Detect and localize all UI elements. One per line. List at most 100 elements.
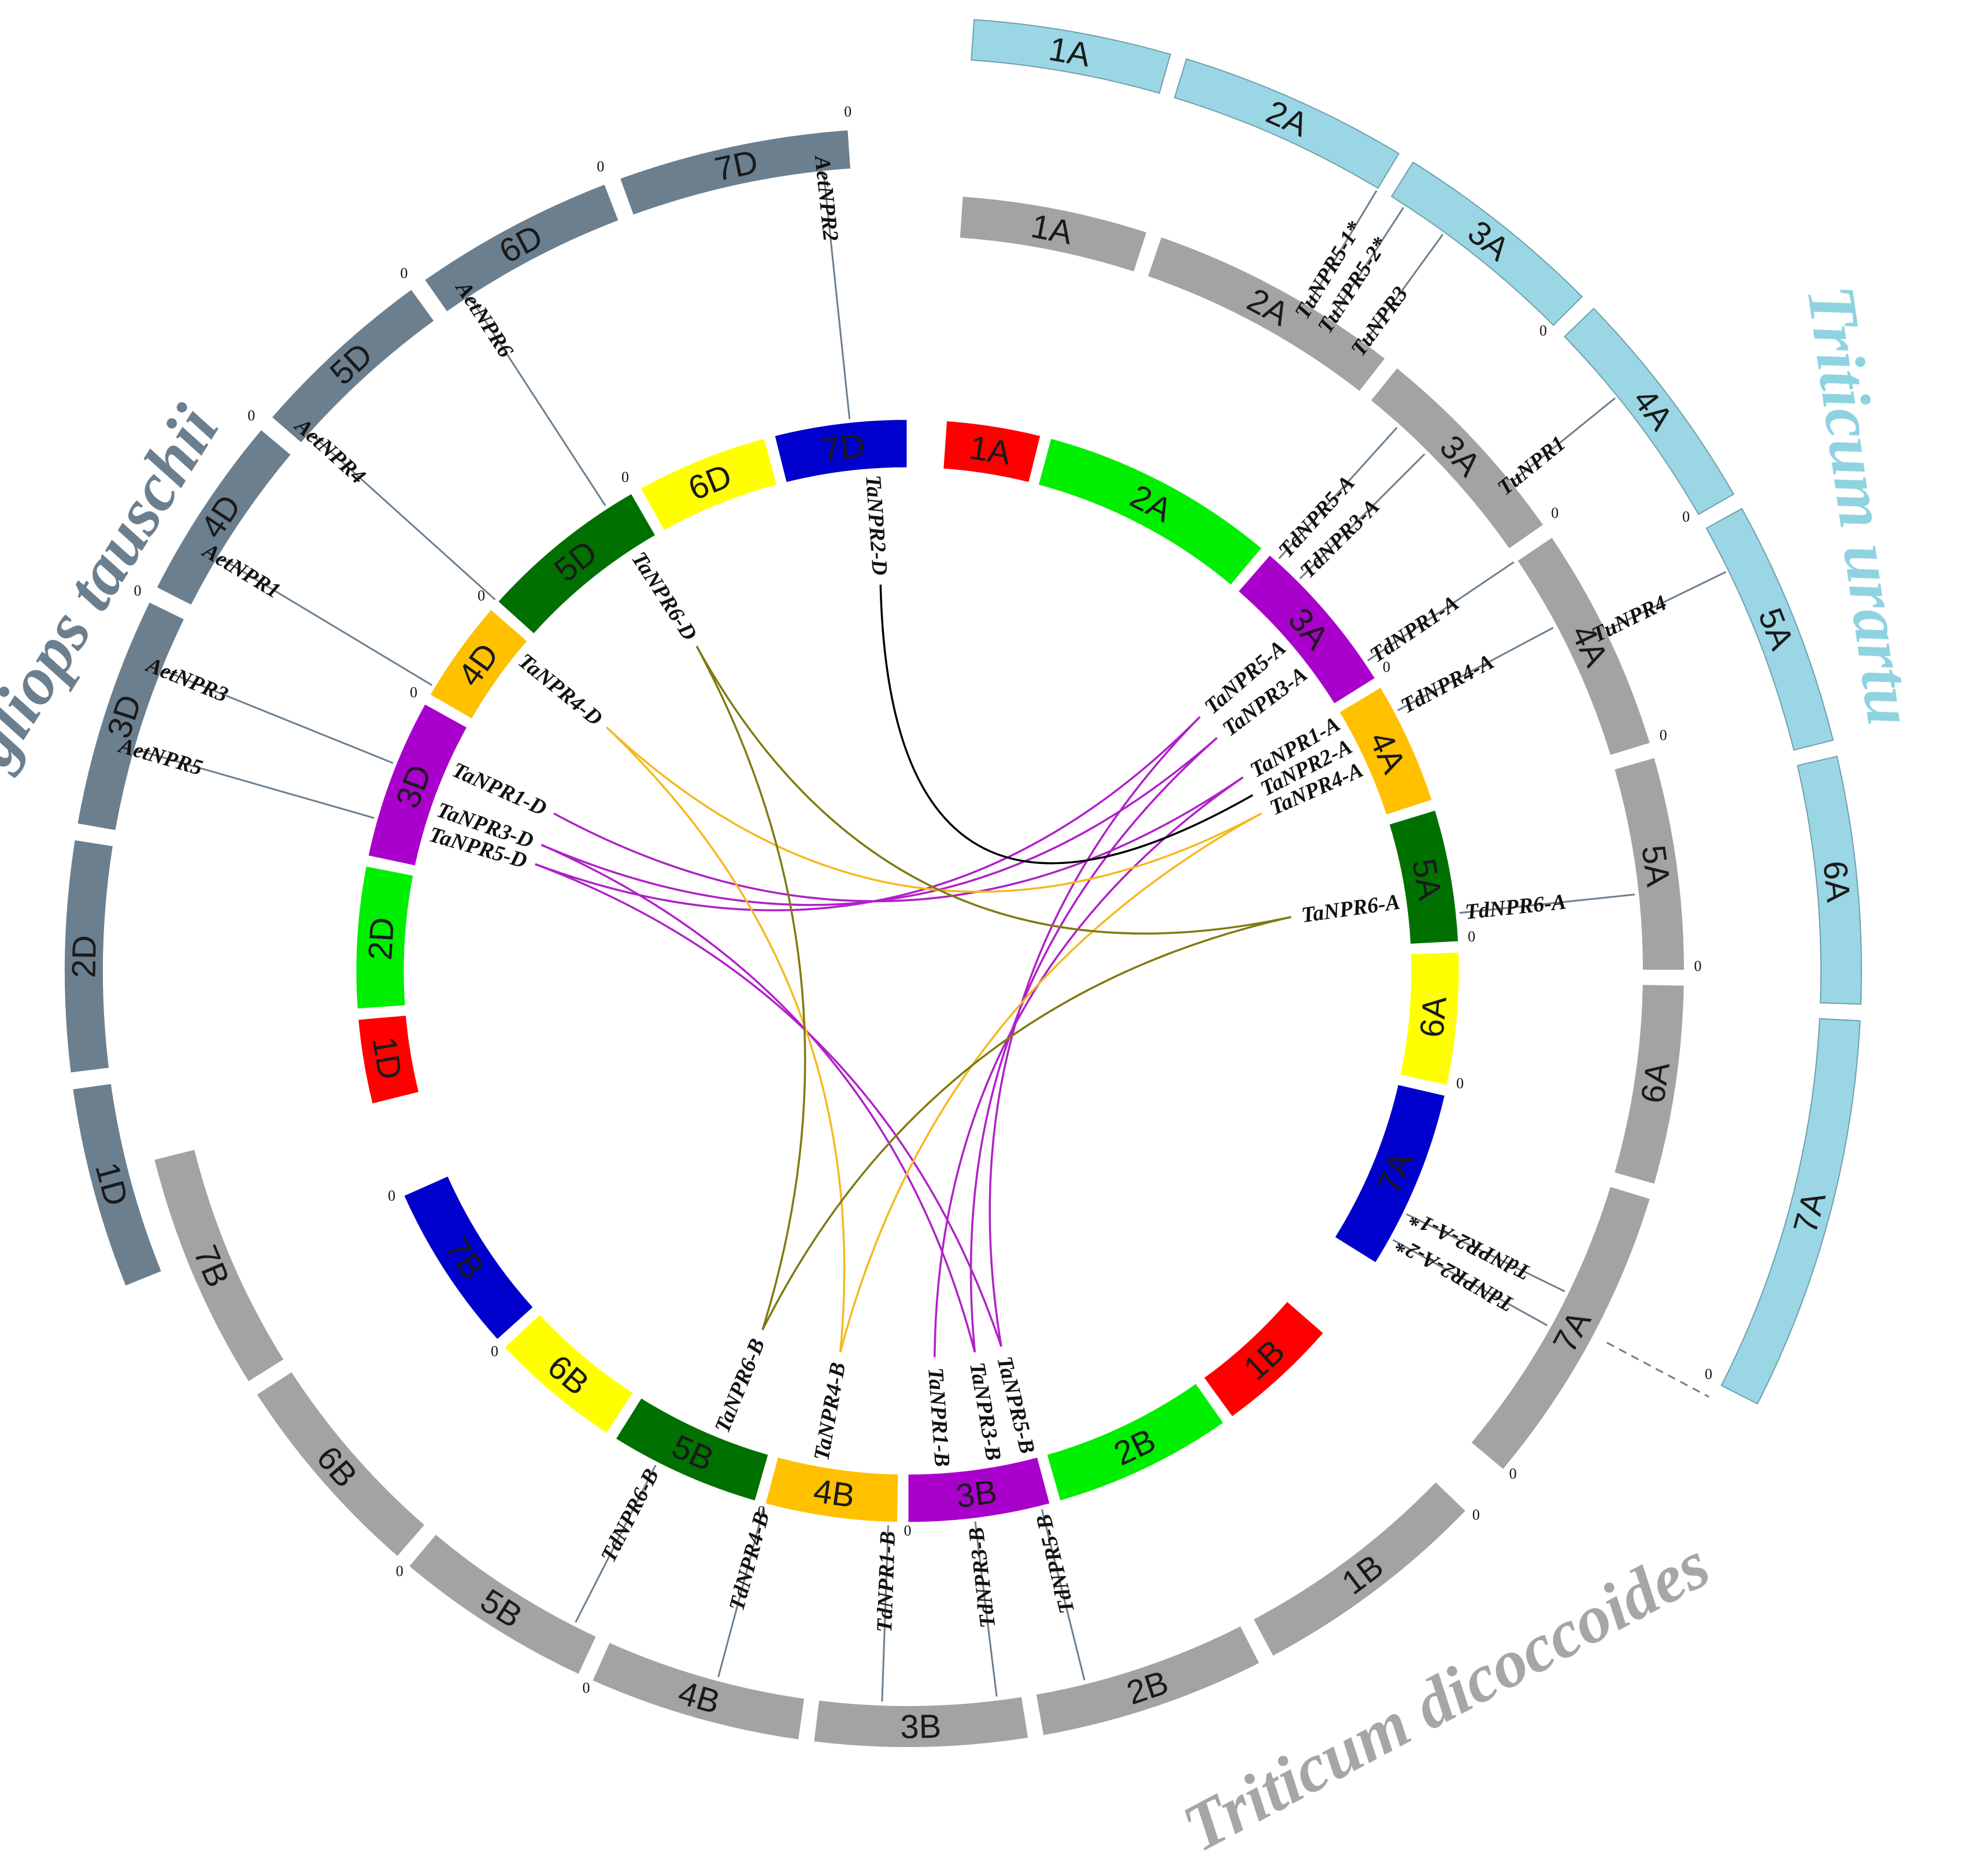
zero-marker: 0 bbox=[1551, 505, 1558, 521]
leader-AetNPR4 bbox=[312, 435, 496, 600]
synteny-link-TaNPR5-A-TaNPR5-B bbox=[989, 716, 1201, 1347]
species-label-triticum-urartu: Triticum urartu bbox=[1793, 281, 1929, 730]
zero-marker: 0 bbox=[621, 469, 629, 485]
gene-label-AetNPR4: AetNPR4 bbox=[290, 413, 370, 488]
synteny-link-TaNPR6-A-TaNPR6-B bbox=[761, 916, 1291, 1330]
gene-label-TdNPR4-A: TdNPR4-A bbox=[1397, 650, 1498, 718]
leader-TdNPR1-B bbox=[881, 1525, 889, 1702]
gene-label-TaNPR4-B: TaNPR4-B bbox=[809, 1360, 850, 1462]
dicoccoides-chr-1B bbox=[1250, 1479, 1469, 1659]
urartu-chr-3A bbox=[1390, 161, 1583, 327]
zero-marker: 0 bbox=[758, 1503, 765, 1520]
urartu-chr-5A bbox=[1705, 507, 1834, 751]
dicoccoides-chr-7A bbox=[1468, 1184, 1653, 1473]
gene-label-TdNPR5-B: TdNPR5-B bbox=[1031, 1512, 1079, 1616]
inner-chr-3A bbox=[1236, 553, 1377, 706]
leader-AetNPR1 bbox=[221, 558, 432, 686]
inner-chr-1A bbox=[942, 419, 1042, 484]
inner-chr-4A bbox=[1337, 685, 1434, 817]
zero-marker: 0 bbox=[582, 1679, 590, 1696]
inner-chr-6D bbox=[638, 436, 779, 533]
tauschii-chr-7D bbox=[617, 128, 853, 218]
dicoccoides-chr-1A bbox=[957, 194, 1150, 275]
urartu-chr-7A bbox=[1720, 1018, 1861, 1405]
zero-marker: 0 bbox=[1660, 726, 1667, 743]
synteny-link-TaNPR4-A-TaNPR4-B bbox=[839, 812, 1262, 1353]
leader-TdNPR5-B bbox=[1041, 1509, 1086, 1681]
urartu-chr-label-6A: 6A bbox=[1816, 859, 1857, 904]
inner-chr-3D bbox=[366, 702, 469, 867]
zero-marker: 0 bbox=[1694, 958, 1702, 974]
urartu-chr-1A bbox=[971, 18, 1172, 94]
tauschii-chr-6D bbox=[421, 181, 621, 315]
tauschii-chr-1D bbox=[70, 1081, 164, 1289]
dicoccoides-chr-label-5A: 5A bbox=[1634, 843, 1677, 889]
gene-label-TaNPR4-D: TaNPR4-D bbox=[513, 648, 607, 730]
leader-AetNPR5 bbox=[138, 749, 375, 819]
leader-TdNPR4-A bbox=[1397, 626, 1554, 711]
inner-chr-1B bbox=[1202, 1299, 1326, 1419]
inner-chr-4B bbox=[763, 1455, 900, 1524]
zero-marker: 0 bbox=[396, 1563, 403, 1579]
inner-chr-4D bbox=[428, 607, 530, 721]
inner-chr-1D bbox=[357, 1014, 421, 1106]
zero-marker: 0 bbox=[400, 265, 408, 281]
leader-TuNPR5-2* bbox=[1332, 207, 1405, 317]
synteny-link-TaNPR3-A-TaNPR3-B bbox=[969, 737, 1218, 1352]
zero-marker: 0 bbox=[410, 684, 417, 700]
leader-TdNPR6-B bbox=[575, 1464, 657, 1623]
dicoccoides-chr-3B bbox=[811, 1694, 1031, 1749]
leader-TdNPR2-A-2* bbox=[1392, 1239, 1548, 1326]
zero-marker: 0 bbox=[904, 1522, 912, 1539]
synteny-link-TaNPR2-A-TaNPR2-D bbox=[879, 584, 1253, 865]
tauschii-chr-4D bbox=[154, 427, 294, 608]
inner-chr-5A bbox=[1387, 808, 1460, 946]
urartu-chr-2A bbox=[1173, 58, 1400, 190]
inner-chr-2A bbox=[1036, 436, 1264, 587]
dicoccoides-chr-6B bbox=[254, 1369, 428, 1559]
inner-chr-7B bbox=[402, 1174, 535, 1342]
dicoccoides-chr-label-3B: 3B bbox=[900, 1708, 942, 1746]
leader-TdNPR2-A-1* bbox=[1406, 1213, 1565, 1292]
zero-marker: 0 bbox=[477, 587, 485, 604]
dicoccoides-chr-2A bbox=[1145, 234, 1388, 395]
zero-marker: 0 bbox=[1383, 658, 1390, 675]
inner-chr-2B bbox=[1045, 1381, 1226, 1503]
gene-label-TdNPR3-B: TdNPR3-B bbox=[964, 1526, 1000, 1629]
inner-chr-7D bbox=[773, 418, 909, 484]
gene-leader-lines bbox=[138, 175, 1727, 1702]
synteny-link-TaNPR5-B-TaNPR5-D bbox=[535, 863, 1002, 1347]
synteny-link-TaNPR1-A-TaNPR1-B bbox=[933, 776, 1244, 1358]
gene-label-TuNPR4: TuNPR4 bbox=[1588, 591, 1670, 647]
gene-label-TaNPR6-B: TaNPR6-B bbox=[710, 1335, 769, 1436]
inner-chr-label-4B: 4B bbox=[811, 1472, 857, 1515]
zero-marker: 0 bbox=[844, 103, 852, 120]
zero-marker: 0 bbox=[1705, 1366, 1712, 1382]
inner-chr-5B bbox=[613, 1396, 771, 1503]
leader-AetNPR6 bbox=[471, 299, 606, 506]
gene-label-TdNPR6-B: TdNPR6-B bbox=[596, 1465, 664, 1566]
urartu-dicoccoides-dashed-connector bbox=[1606, 1341, 1709, 1398]
inner-chr-label-1D: 1D bbox=[365, 1034, 409, 1082]
zero-marker: 0 bbox=[491, 1343, 498, 1359]
synteny-link-TaNPR4-A-TaNPR4-D bbox=[606, 726, 1262, 893]
leader-TdNPR3-A bbox=[1299, 453, 1426, 580]
urartu-chr-4A bbox=[1564, 307, 1735, 516]
synteny-link-TaNPR5-A-TaNPR5-D bbox=[535, 716, 1201, 911]
inner-chr-label-5A: 5A bbox=[1405, 856, 1449, 903]
inner-chr-3B bbox=[906, 1455, 1052, 1524]
tauschii-chr-5D bbox=[269, 287, 437, 446]
dicoccoides-chr-7B bbox=[151, 1147, 287, 1385]
synteny-link-TaNPR3-A-TaNPR3-D bbox=[541, 737, 1218, 906]
synteny-link-TaNPR6-B-TaNPR6-D bbox=[695, 646, 806, 1330]
gene-label-TdNPR4-B: TdNPR4-B bbox=[724, 1510, 774, 1614]
zero-marker: 0 bbox=[247, 407, 255, 424]
synteny-link-TaNPR6-A-TaNPR6-D bbox=[695, 646, 1291, 935]
tauschii-chr-label-2D: 2D bbox=[65, 934, 103, 978]
leader-TdNPR4-B bbox=[717, 1506, 765, 1678]
zero-marker: 0 bbox=[1539, 322, 1547, 339]
leader-TdNPR3-B bbox=[974, 1521, 998, 1697]
leader-TuNPR5-1* bbox=[1309, 190, 1378, 303]
